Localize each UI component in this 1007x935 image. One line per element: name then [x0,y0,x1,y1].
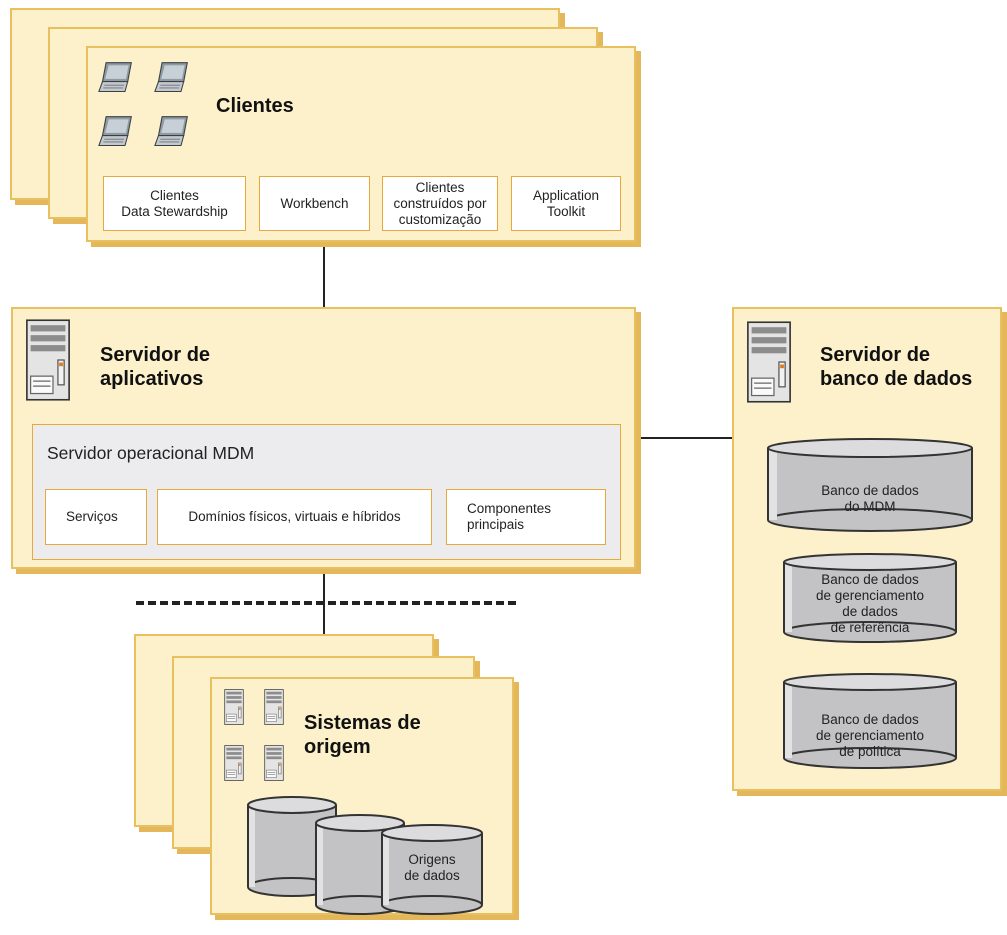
client-box-application-toolkit: Application Toolkit [511,176,621,231]
mdm-box-domains: Domínios físicos, virtuais e híbridos [157,489,432,545]
db-label-reference-data: Banco de dados de gerenciamento de dados… [815,572,925,635]
database-cylinder-icon [381,824,483,915]
database-cylinder-icon [767,438,973,532]
db-server-title: Servidor de banco de dados [820,344,973,390]
data-sources-label: Origens de dados [404,852,460,883]
server-tower-icon [26,319,70,401]
connector-appserver-dbserver [636,437,732,439]
source-systems-title: Sistemas de origem [304,712,421,758]
db-label-mdm: Banco de dados do MDM [821,483,919,514]
server-tower-icon [224,745,244,781]
connector-clients-appserver [323,243,325,309]
app-server-panel: Servidor de aplicativos Servidor operaci… [11,307,636,569]
source-systems-panel: Sistemas de origem Origens de dados [210,677,514,915]
client-box-custom-clients: Clientes construídos por customização [382,176,498,231]
server-tower-icon [264,689,284,725]
mdm-title: Servidor operacional MDM [47,443,255,463]
server-tower-icon [264,745,284,781]
server-tower-icon [747,321,791,403]
clients-title: Clientes [216,95,294,117]
client-box-workbench: Workbench [259,176,370,231]
database-cylinder-icon [783,673,957,769]
server-tower-icon [224,689,244,725]
clients-panel: Clientes Clientes Data Stewardship Workb… [86,46,636,242]
mdm-box-core-components: Componentes principais [446,489,606,545]
laptop-icon [98,116,132,147]
db-label-policy: Banco de dados de gerenciamento de polít… [815,712,925,759]
app-server-title: Servidor de aplicativos [100,344,211,390]
client-box-data-stewardship: Clientes Data Stewardship [103,176,246,231]
mdm-box-services: Serviços [45,489,147,545]
database-cylinder-icon [783,553,957,643]
db-server-panel: Servidor de banco de dados Banco de dado… [732,307,1002,791]
laptop-icon [154,116,188,147]
laptop-icon [154,62,188,93]
mdm-operational-server: Servidor operacional MDM Serviços Domíni… [32,424,621,560]
laptop-icon [98,62,132,93]
network-boundary-dashed-line [136,601,516,605]
